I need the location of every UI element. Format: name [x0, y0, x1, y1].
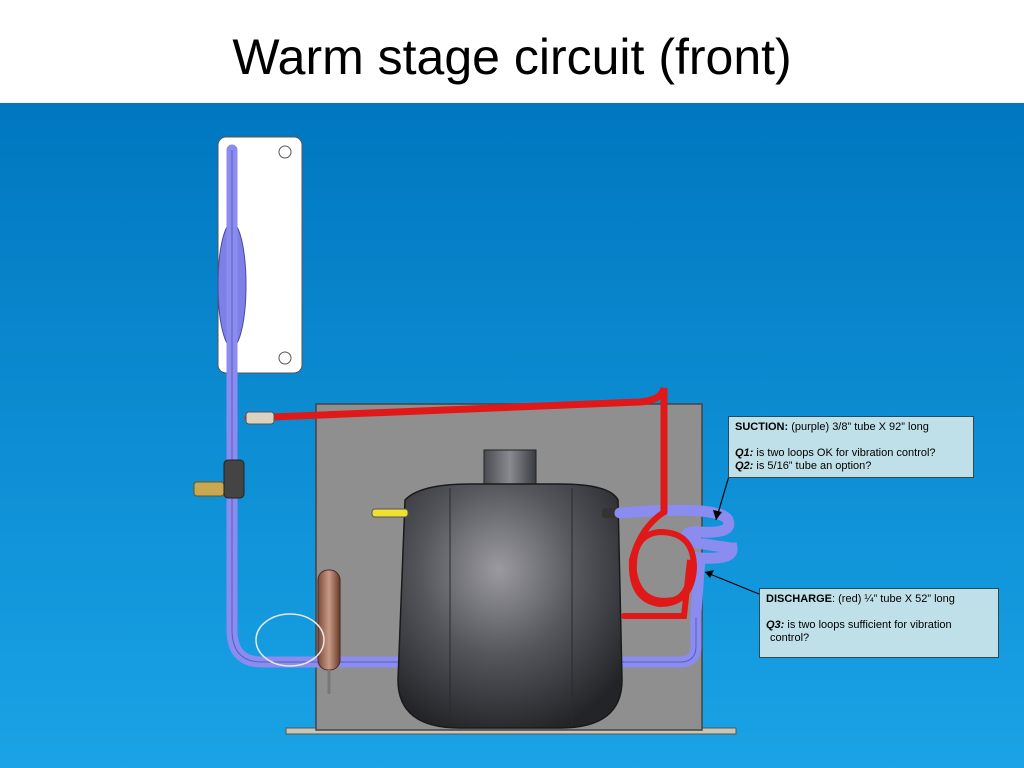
bracket-hole-top	[278, 145, 292, 159]
suction-label: SUCTION:	[735, 421, 789, 433]
q1-text: is two loops OK for vibration control?	[753, 447, 936, 459]
suction-callout: SUCTION: (purple) 3/8” tube X 92” long Q…	[728, 416, 974, 478]
q2-label: Q2:	[735, 460, 754, 472]
discharge-pointer	[704, 571, 760, 595]
slide-title: Warm stage circuit (front)	[232, 29, 792, 85]
left-valve-body	[223, 459, 245, 499]
left-fitting	[193, 481, 225, 497]
q3-label: Q3:	[766, 619, 785, 631]
bracket-hole-bottom	[278, 351, 292, 365]
discharge-callout: DISCHARGE: (red) ¼” tube X 52” long Q3: …	[759, 588, 999, 658]
capillary-loop	[255, 613, 325, 667]
q3-text-continued: control?	[770, 632, 810, 644]
discharge-fitting	[245, 411, 275, 425]
suction-description: (purple) 3/8” tube X 92” long	[788, 421, 929, 433]
discharge-tube-top	[244, 387, 668, 516]
discharge-label: DISCHARGE	[766, 593, 833, 605]
q3-text: is two loops sufficient for vibration	[784, 619, 952, 631]
q1-label: Q1:	[735, 447, 754, 459]
discharge-coil	[621, 509, 698, 619]
warm-stage-drawing	[193, 136, 760, 735]
compressor-body	[397, 483, 623, 729]
process-stub	[371, 508, 409, 518]
copper-drier	[317, 569, 341, 671]
q2-text: is 5/16” tube an option?	[753, 460, 872, 472]
discharge-description: : (red) ¼” tube X 52” long	[832, 593, 955, 605]
